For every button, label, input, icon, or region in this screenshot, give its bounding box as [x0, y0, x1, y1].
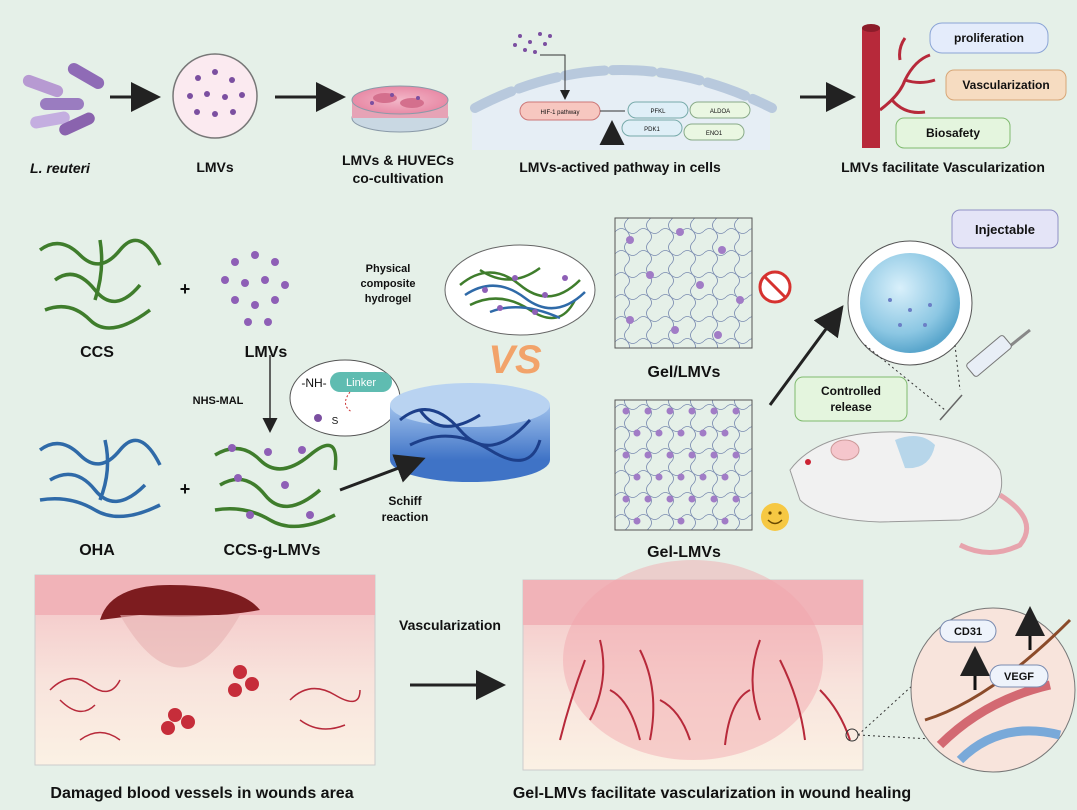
label-healing: Gel-LMVs facilitate vascularization in w… — [513, 785, 911, 802]
label-eno1: ENO1 — [706, 131, 723, 137]
label-gel-dash-lmvs: Gel-LMVs — [647, 544, 721, 561]
oha-polymer — [38, 438, 162, 519]
label-damaged: Damaged blood vessels in wounds area — [50, 785, 353, 802]
label-nh: -NH- — [301, 376, 326, 390]
label-nhs-mal: NHS-MAL — [193, 395, 244, 407]
gel-slash-lmvs-particles — [626, 228, 744, 339]
healing-panel — [522, 560, 864, 771]
tag-biosafety-label: Biosafety — [926, 126, 980, 140]
label-physical-2: composite — [360, 278, 415, 290]
label-oha: OHA — [79, 542, 115, 559]
physical-hydrogel — [444, 244, 596, 336]
tag-injectable — [951, 209, 1059, 249]
gel-disk — [390, 383, 550, 482]
hydrogel-sphere — [847, 240, 973, 411]
no-entry-icon — [758, 270, 792, 304]
mouse — [789, 431, 1030, 555]
damaged-wound-panel — [34, 574, 376, 766]
petri-dish — [351, 85, 449, 133]
tag-injectable-label: Injectable — [975, 222, 1035, 237]
label-controlled-1: Controlled — [821, 384, 881, 398]
label-pfkl: PFKL — [650, 109, 666, 115]
label-cocult-1: LMVs & HUVECs — [342, 152, 454, 168]
smile-icon — [761, 503, 789, 531]
label-lreuteri: L. reuteri — [30, 160, 91, 176]
label-cocult-2: co-cultivation — [352, 170, 443, 186]
tag-proliferation — [929, 22, 1049, 54]
gel-dash-lmvs-grid — [614, 399, 753, 531]
label-physical-3: hydrogel — [365, 293, 411, 305]
label-hif: HIF-1 pathway — [540, 110, 579, 116]
lmvs-particles — [221, 251, 289, 326]
arrow-to-injectable — [768, 305, 844, 406]
label-schiff-1: Schiff — [388, 494, 422, 508]
cell-membrane-pathway — [470, 32, 777, 150]
tag-biosafety — [895, 117, 1011, 149]
blood-vessel-tree — [862, 24, 936, 148]
tag-vascularization-label: Vascularization — [962, 78, 1049, 92]
ccs-g-lmvs-polymer — [214, 443, 338, 529]
label-s: S — [332, 416, 339, 427]
label-facilitate: LMVs facilitate Vascularization — [841, 159, 1045, 175]
arrow-schiff — [339, 454, 426, 492]
label-ccs-g-lmvs: CCS-g-LMVs — [224, 542, 321, 559]
tag-controlled-release — [794, 376, 908, 422]
plus-1: + — [180, 279, 191, 299]
gel-dash-lmvs-particles — [622, 407, 740, 525]
lmvs-circle — [172, 53, 258, 139]
label-pdk1: PDK1 — [644, 127, 660, 133]
label-lmvs-mid: LMVs — [245, 344, 288, 361]
tag-proliferation-label: proliferation — [954, 31, 1024, 45]
label-aldoa: ALDOA — [710, 109, 730, 115]
label-physical-1: Physical — [366, 263, 411, 275]
label-linker: Linker — [346, 377, 376, 389]
label-schiff-2: reaction — [382, 510, 429, 524]
plus-2: + — [180, 479, 191, 499]
label-pathway-caption: LMVs-actived pathway in cells — [519, 159, 721, 175]
zoom-circle — [857, 606, 1076, 773]
label-controlled-2: release — [830, 400, 872, 414]
label-vascularization-arrow: Vascularization — [399, 617, 501, 633]
label-vegf: VEGF — [1004, 671, 1034, 683]
label-lmvs-top: LMVs — [196, 159, 234, 175]
lreuteri-bacteria — [22, 63, 105, 136]
label-gel-slash-lmvs: Gel/LMVs — [648, 364, 721, 381]
label-cd31: CD31 — [954, 626, 982, 638]
gel-slash-lmvs-grid — [614, 217, 753, 349]
label-vs: VS — [488, 338, 542, 382]
linker-bubble — [289, 359, 401, 437]
syringe — [939, 328, 1031, 421]
ccs-polymer — [38, 238, 162, 330]
label-ccs: CCS — [80, 344, 114, 361]
tag-vascularization — [945, 69, 1067, 101]
